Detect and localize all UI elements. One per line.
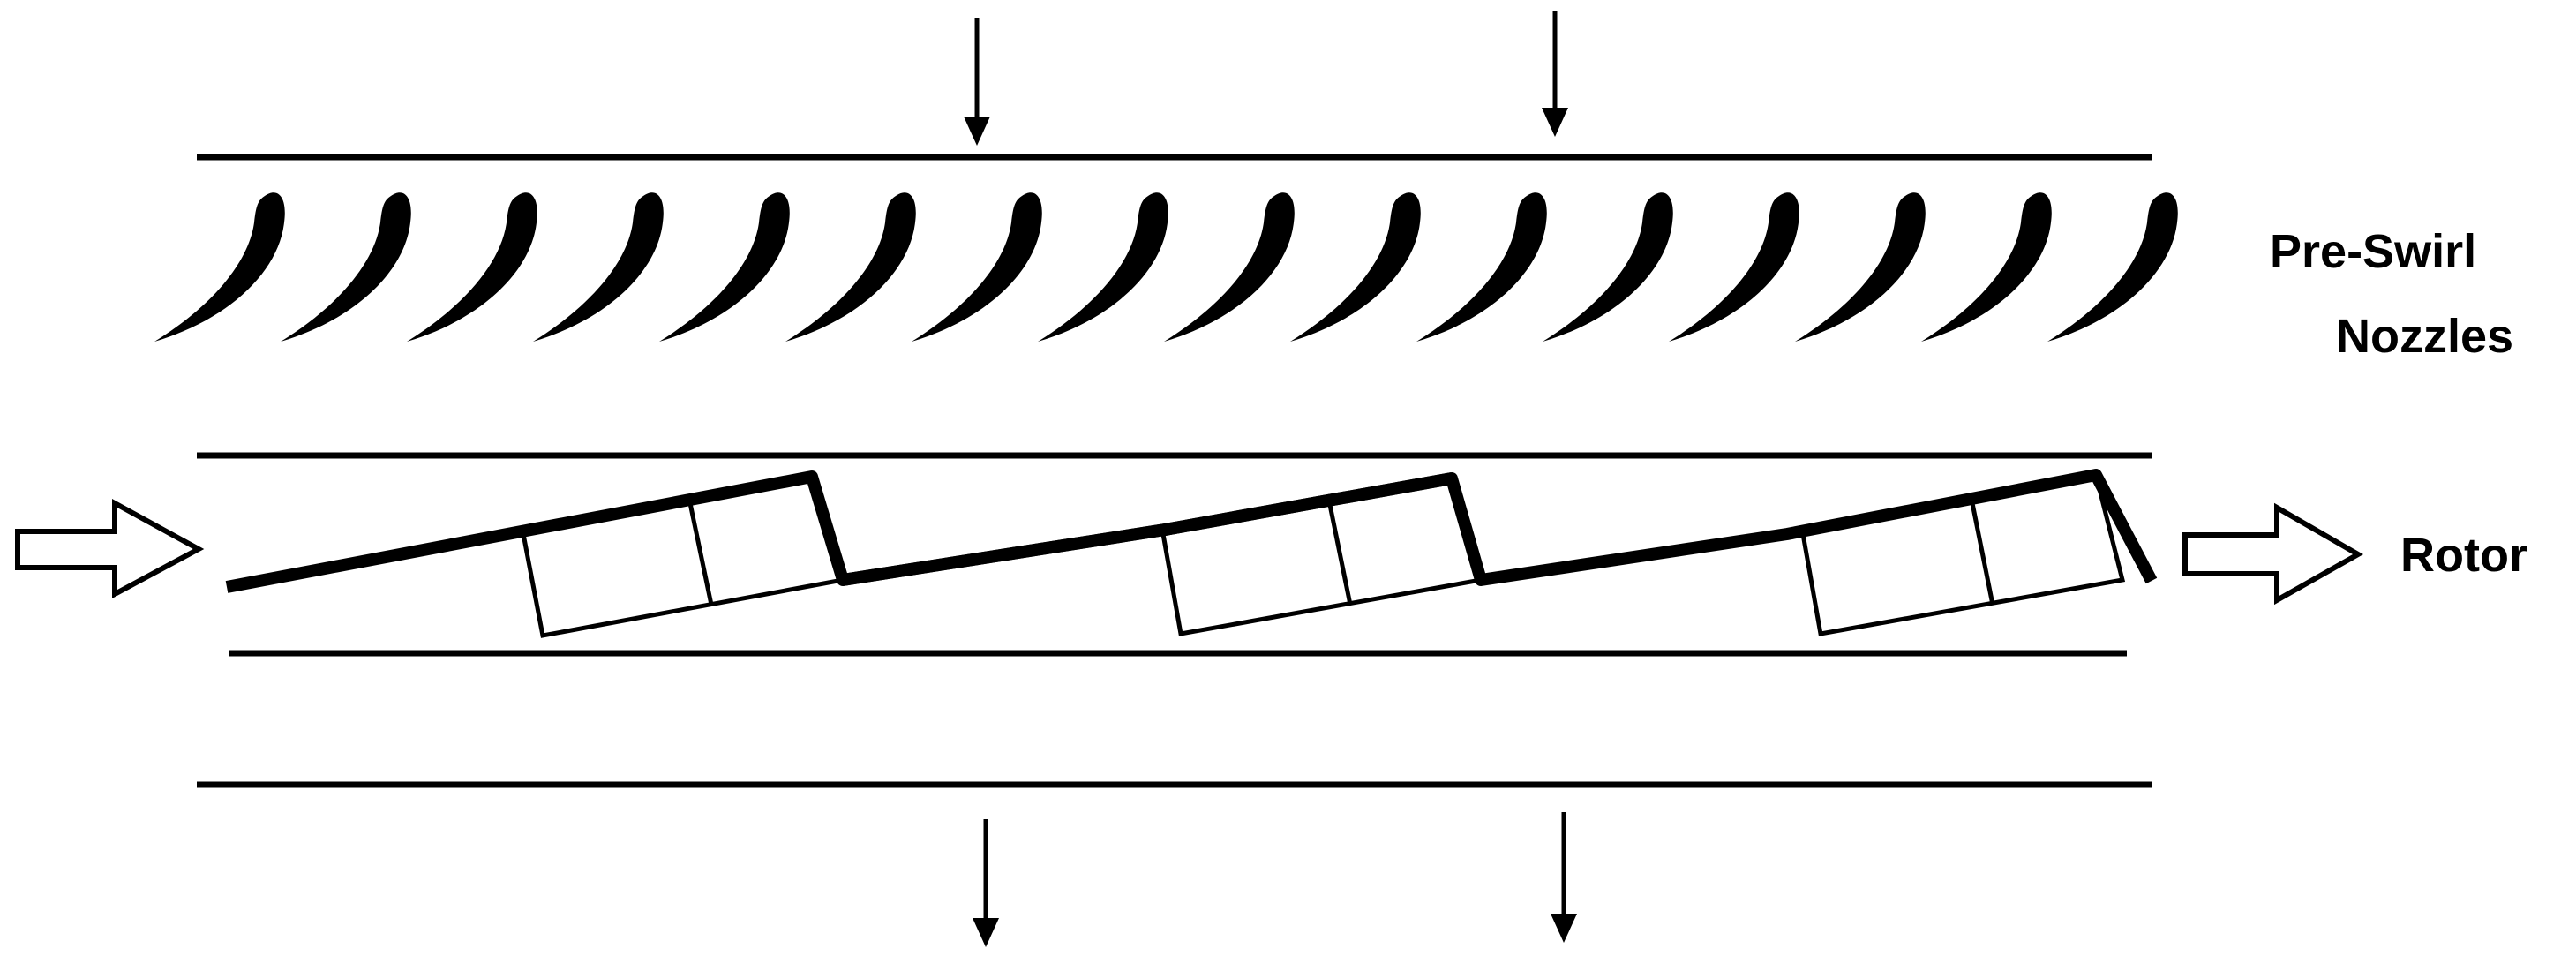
nozzle-vane [2047,192,2178,342]
nozzle-vane [1038,192,1168,342]
down-arrow-icon [1542,11,1568,137]
down-arrow-icon [1551,812,1577,943]
nozzle-vane [659,192,790,342]
nozzle-vane [154,192,285,342]
nozzle-vane [407,192,537,342]
rotor-blade-box [1800,472,2126,636]
down-arrow-icon [973,819,999,947]
nozzle-vane [785,192,916,342]
bottom-outflow-arrows [973,812,1577,947]
inflow-arrow-icon [15,498,205,599]
rotor-label: Rotor [2400,529,2527,582]
nozzle-vane [1921,192,2052,342]
outflow-arrow-icon [2182,502,2364,606]
pre-swirl-label: Pre-Swirl [2270,225,2477,278]
down-arrow-icon [964,18,990,146]
nozzle-vane [281,192,411,342]
nozzle-vane [1543,192,1673,342]
nozzle-vane [1669,192,1799,342]
top-inflow-arrows [964,11,1568,146]
nozzle-vane [1290,192,1421,342]
nozzle-vane [533,192,664,342]
nozzles-label: Nozzles [2336,310,2514,363]
pre-swirl-nozzle-row [154,192,2178,342]
rotor-blade-box [1160,476,1484,636]
nozzle-vane [1795,192,1926,342]
rotor-blade-box [521,474,846,638]
rotor-blade-row [225,469,2158,638]
nozzle-vane [912,192,1042,342]
nozzle-vane [1164,192,1295,342]
rotor-blade-line-tail [841,472,1453,586]
nozzle-vane [1416,192,1547,342]
